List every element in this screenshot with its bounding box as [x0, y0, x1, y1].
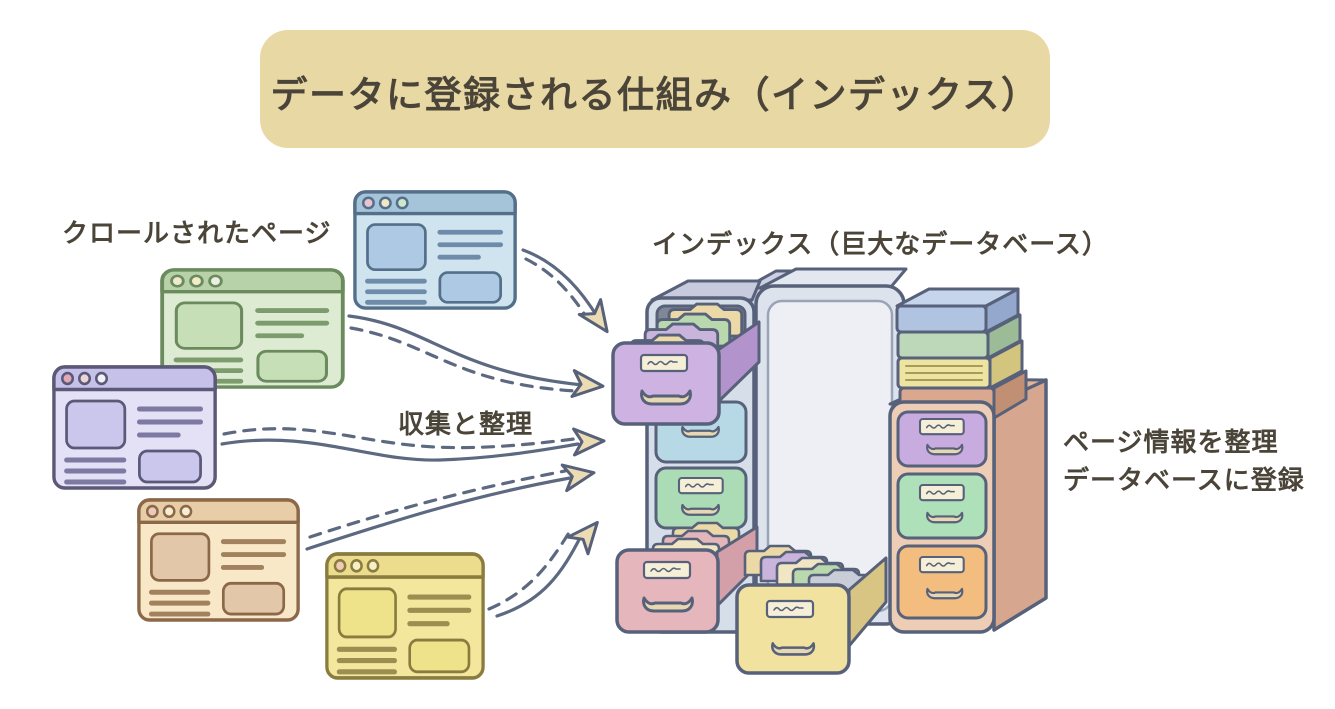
- open-drawer-purple: [611, 302, 761, 426]
- drawer-label-icon: [639, 353, 689, 373]
- title-banner: データに登録される仕組み（インデックス）: [260, 30, 1050, 148]
- file-cabinet-left: [611, 279, 762, 634]
- book-pages: [905, 365, 983, 381]
- arrowhead-icon: [572, 426, 606, 457]
- flow-arrows: [220, 248, 620, 618]
- arrow-dashed-line: [524, 257, 587, 317]
- drawer-label-icon: [642, 560, 692, 580]
- arrow-dashed-line: [487, 529, 572, 611]
- label-collect-organize: 収集と整理: [398, 409, 533, 439]
- flow-arrow-4: [305, 458, 598, 551]
- arrow-line: [495, 534, 583, 618]
- open-drawer-yellow: [735, 544, 888, 675]
- arrow-dashed-line: [222, 427, 576, 450]
- browser-window-blue: [354, 191, 516, 309]
- drawer-front: [611, 341, 721, 426]
- browser-window-yellow: [326, 554, 484, 678]
- label-register: ページ情報を整理 データベースに登録: [1063, 427, 1305, 495]
- book-stack: [895, 287, 1028, 420]
- file-cabinet-right: [888, 287, 1048, 634]
- book-blue: [895, 304, 988, 334]
- page-title: データに登録される仕組み（インデックス）: [271, 74, 1040, 116]
- right-cabinet-side: [992, 378, 1048, 632]
- drawer-label-icon: [918, 417, 965, 436]
- arrow-dashed-line: [349, 326, 578, 393]
- label-register-line2: データベースに登録: [1063, 465, 1305, 495]
- arrow-dashed-line: [308, 469, 567, 539]
- arrowhead-icon: [560, 458, 598, 493]
- flow-arrow-3: [220, 426, 606, 462]
- arrow-line: [220, 438, 580, 462]
- label-index: インデックス（巨大なデータベース）: [652, 229, 1109, 259]
- drawer-front: [735, 583, 851, 675]
- drawer-label-icon: [677, 476, 724, 495]
- drawer-label-icon: [918, 555, 965, 574]
- label-register-line1: ページ情報を整理: [1063, 427, 1278, 457]
- arrow-line: [521, 248, 600, 320]
- open-drawer-pink: [615, 521, 759, 634]
- browser-window-purple: [53, 367, 216, 488]
- drawer-label-icon: [765, 599, 815, 619]
- arrow-line: [347, 314, 585, 387]
- drawer-front: [615, 548, 720, 634]
- flow-arrow-1: [521, 248, 620, 341]
- drawer-green: [896, 472, 988, 540]
- title-banner-bg: [260, 30, 1050, 148]
- arrowhead-icon: [577, 298, 620, 341]
- arrow-line: [305, 476, 572, 551]
- book-green: [896, 330, 990, 360]
- drawer-label-icon: [918, 483, 965, 502]
- flow-arrow-2: [347, 314, 606, 401]
- browser-window-orange: [138, 499, 299, 621]
- flow-arrow-5: [487, 512, 609, 618]
- label-crawled-pages: クロールされたページ: [62, 218, 331, 248]
